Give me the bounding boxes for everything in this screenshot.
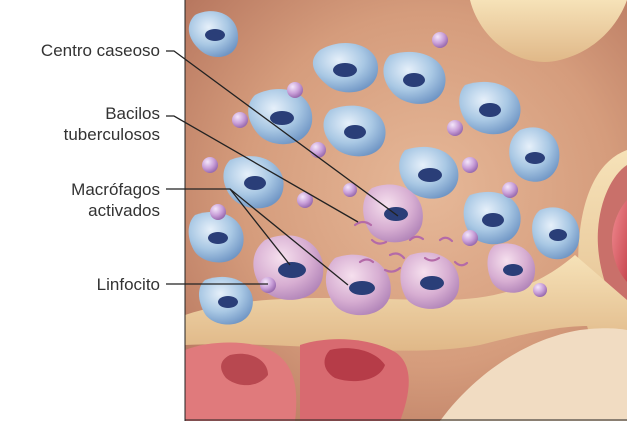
activated-macrophage-nucleus xyxy=(420,276,444,290)
label-linfocito-text: Linfocito xyxy=(97,275,160,294)
macrophage-nucleus xyxy=(549,229,567,241)
macrophage-nucleus xyxy=(479,103,501,117)
lymphocyte-cell xyxy=(533,283,547,297)
lymphocyte-cell xyxy=(232,112,248,128)
label-macrofagos-activados: Macrófagos activados xyxy=(0,179,160,221)
lymphocyte-cell xyxy=(462,230,478,246)
lymphocyte-cell xyxy=(462,157,478,173)
macrophage-nucleus xyxy=(344,125,366,139)
macrophage-nucleus xyxy=(525,152,545,164)
macrophage-nucleus xyxy=(482,213,504,227)
lymphocyte-cell xyxy=(287,82,303,98)
macrophage-nucleus xyxy=(244,176,266,190)
label-bacilos-line2: tuberculosos xyxy=(0,124,160,145)
lymphocyte-cell xyxy=(432,32,448,48)
macrophage-nucleus xyxy=(403,73,425,87)
lymphocyte-cell xyxy=(310,142,326,158)
lymphocyte-cell xyxy=(202,157,218,173)
label-bacilos-line1: Bacilos xyxy=(0,103,160,124)
activated-macrophage-nucleus xyxy=(278,262,306,278)
label-centro-caseoso: Centro caseoso xyxy=(0,40,160,61)
macrophage-nucleus xyxy=(205,29,225,41)
label-centro-caseoso-text: Centro caseoso xyxy=(41,41,160,60)
lymphocyte-cell xyxy=(343,183,357,197)
tissue-panel xyxy=(185,0,627,421)
lymphocyte-cell xyxy=(447,120,463,136)
label-linfocito: Linfocito xyxy=(0,274,160,295)
label-macrofagos-line2: activados xyxy=(0,200,160,221)
macrophage-nucleus xyxy=(333,63,357,77)
macrophage-nucleus xyxy=(218,296,238,308)
label-macrofagos-line1: Macrófagos xyxy=(0,179,160,200)
lymphocyte-cell xyxy=(502,182,518,198)
macrophage-nucleus xyxy=(208,232,228,244)
lymphocyte-cell xyxy=(210,204,226,220)
activated-macrophage-nucleus xyxy=(503,264,523,276)
macrophage-nucleus xyxy=(270,111,294,125)
macrophage-nucleus xyxy=(418,168,442,182)
activated-macrophage-nucleus xyxy=(349,281,375,295)
lymphocyte-cell xyxy=(260,277,276,293)
label-bacilos-tuberculosos: Bacilos tuberculosos xyxy=(0,103,160,145)
